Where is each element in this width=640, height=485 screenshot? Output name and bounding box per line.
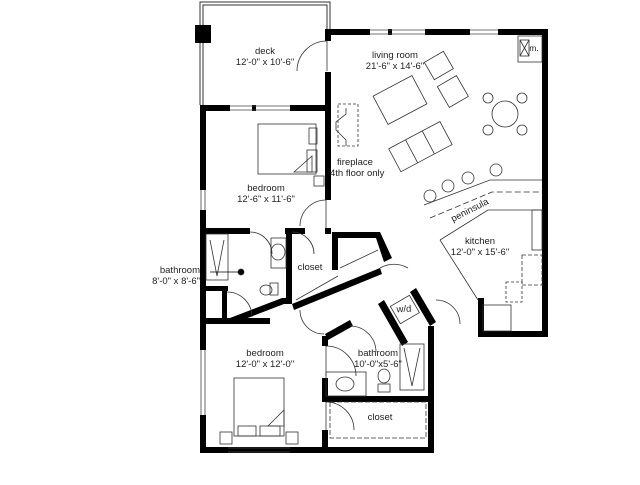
room-name: kitchen — [464, 236, 496, 247]
room-name: bedroom — [246, 348, 284, 359]
walls — [200, 29, 548, 453]
bed — [233, 377, 285, 437]
room-name: bathroom — [357, 348, 399, 359]
dining-table — [491, 100, 519, 128]
deck-railing — [199, 1, 331, 105]
fireplace-text: fireplace — [337, 157, 373, 168]
furniture — [205, 35, 543, 445]
room-label-bedroom-1: bedroom 12'-6" x 11'-6" — [216, 183, 316, 205]
room-dimensions: 12'-0" x 10'-6" — [235, 57, 295, 68]
washer-dryer-label: w/d — [396, 303, 412, 316]
room-name: bedroom — [247, 183, 285, 194]
room-name: living room — [372, 50, 418, 61]
door-swings — [226, 40, 461, 431]
room-label-living-room: living room 21'-6" x 14'-6" — [345, 50, 445, 72]
bed — [257, 123, 317, 175]
room-label-bathroom-1: bathroom 8'-0" x 8'-6" — [130, 265, 200, 287]
closet-label-2: closet — [367, 412, 393, 423]
fireplace — [337, 103, 359, 147]
room-dimensions: 10'-0"x5'-6" — [354, 359, 402, 370]
deck-column — [195, 25, 211, 43]
room-name: deck — [254, 46, 276, 57]
mechanical-label: m. — [529, 43, 539, 53]
room-dimensions: 21'-6" x 14'-6" — [365, 61, 425, 72]
room-dimensions: 12'-0" x 12'-0" — [235, 359, 295, 370]
windows — [200, 29, 498, 453]
room-label-kitchen: kitchen 12'-0" x 15'-6" — [440, 236, 520, 258]
room-label-bedroom-2: bedroom 12'-0" x 12'-0" — [220, 348, 310, 370]
room-dimensions: 12'-6" x 11'-6" — [237, 194, 295, 205]
room-label-bathroom-2: bathroom 10'-0"x5'-6" — [348, 348, 408, 370]
room-label-deck: deck 12'-0" x 10'-6" — [210, 46, 320, 68]
fireplace-label: fireplace 4th floor only — [330, 157, 385, 179]
room-dimensions: 12'-0" x 15'-6" — [450, 247, 510, 258]
fireplace-note: 4th floor only — [330, 168, 385, 179]
room-name: bathroom — [159, 265, 200, 276]
closet-label-1: closet — [297, 262, 323, 273]
room-dimensions: 8'-0" x 8'-6" — [152, 276, 200, 287]
